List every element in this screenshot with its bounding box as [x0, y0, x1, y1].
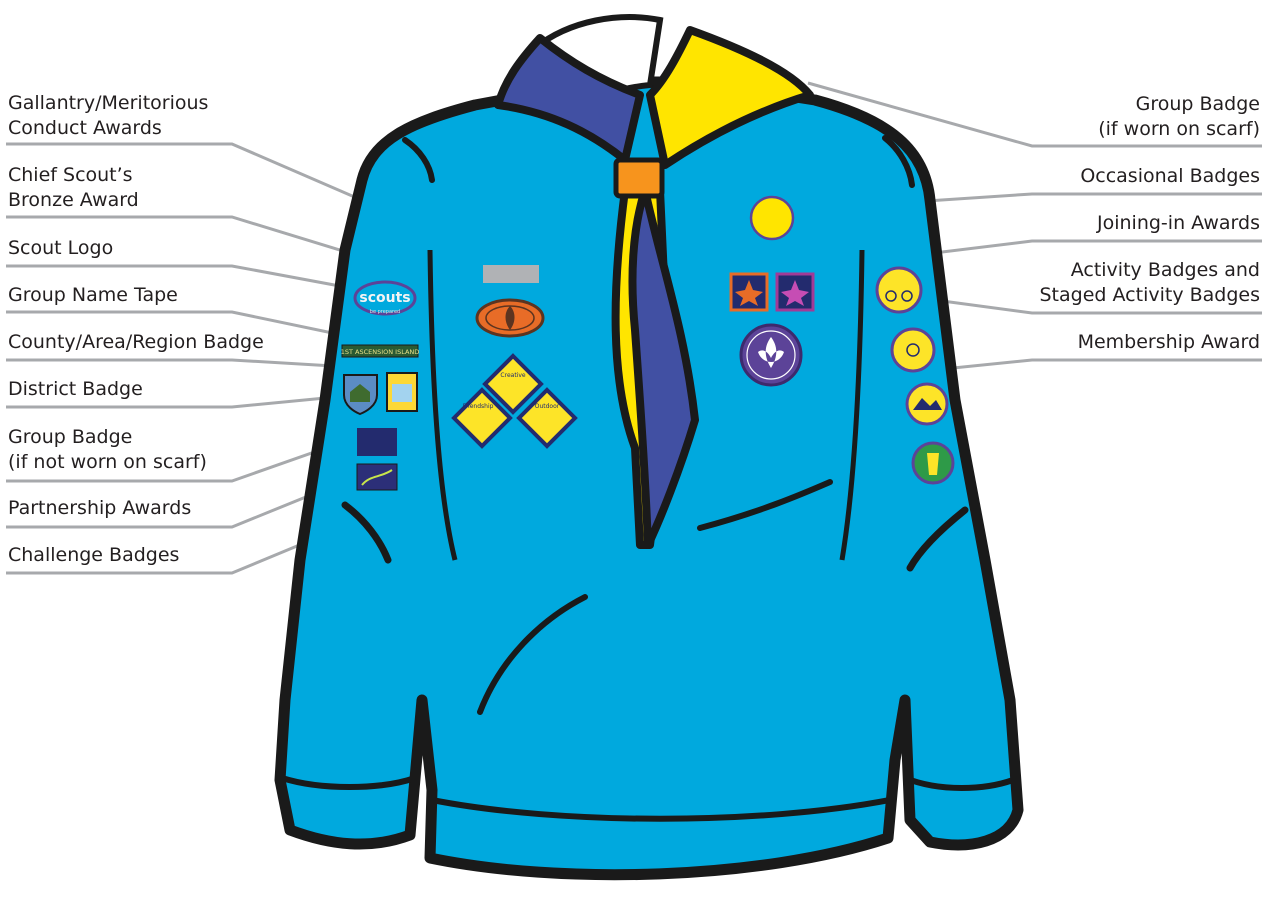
scouts-tagline-text: be prepared: [370, 309, 400, 315]
challenge-badge-outdoor: Outdoor: [516, 387, 578, 449]
leader-line-group-badge-scarf: [807, 81, 1262, 148]
membership-award-badge: [739, 323, 803, 387]
label-chief-scout-line-2: Bronze Award: [8, 189, 139, 211]
leader-line-county: [6, 358, 351, 369]
leader-line-district: [6, 394, 347, 409]
chief-scout-bronze-badge: [475, 298, 545, 338]
label-group-name-tape: Group Name Tape: [8, 283, 178, 308]
label-joining-in-awards-line-1: Joining-in Awards: [1097, 212, 1260, 234]
partnership-award-badge: [356, 463, 398, 491]
label-district-badge-line-1: District Badge: [8, 378, 143, 400]
scouts-logo-text: scouts: [359, 290, 410, 306]
label-county-badge: County/Area/Region Badge: [8, 330, 264, 355]
activity-badge-cyclist: [875, 266, 923, 314]
label-group-badge-scarf-line-2: (if worn on scarf): [1098, 118, 1260, 140]
label-partnership-awards: Partnership Awards: [8, 496, 191, 521]
scout-logo-badge: scouts be prepared: [353, 280, 417, 316]
label-gallantry-line-1: Gallantry/Meritorious: [8, 92, 209, 114]
activity-badges: [875, 266, 955, 485]
label-gallantry-line-2: Conduct Awards: [8, 117, 162, 139]
label-activity-badges-line-1: Activity Badges and: [1070, 259, 1260, 281]
label-challenge-badges-line-1: Challenge Badges: [8, 544, 180, 566]
neckerchief: [494, 14, 814, 549]
challenge-badge-creative: Creative: [482, 353, 544, 415]
label-district-badge: District Badge: [8, 377, 143, 402]
label-scout-logo: Scout Logo: [8, 236, 113, 261]
occasional-badge: [749, 195, 795, 241]
name-tape-text: 1ST ASCENSION ISLAND: [341, 348, 420, 356]
label-occasional-badges: Occasional Badges: [1080, 164, 1260, 189]
challenge-friendship-text: Friendship: [463, 403, 494, 410]
label-scout-logo-line-1: Scout Logo: [8, 237, 114, 259]
label-group-badge-not-scarf-line-2: (if not worn on scarf): [8, 451, 207, 473]
challenge-badges: Creative Friendship Outdoor: [451, 353, 578, 449]
label-chief-scout-bronze: Chief Scout’s Bronze Award: [8, 163, 139, 213]
label-activity-badges-line-2: Staged Activity Badges: [1039, 284, 1261, 306]
group-badge-left: [357, 428, 397, 456]
label-membership-award-line-1: Membership Award: [1077, 331, 1260, 353]
county-badge-shield: [343, 374, 378, 416]
district-badge: [386, 372, 418, 412]
left-arm-badges: scouts be prepared 1ST ASCENSION ISLAND: [341, 280, 420, 491]
woggle: [613, 157, 665, 199]
challenge-outdoor-text: Outdoor: [535, 403, 560, 410]
activity-badge-4: [911, 441, 955, 485]
activity-badge-3: [905, 382, 949, 426]
label-group-badge-not-scarf: Group Badge (if not worn on scarf): [8, 425, 207, 475]
activity-badge-2: [890, 327, 936, 373]
label-group-badge-scarf: Group Badge (if worn on scarf): [1098, 92, 1260, 142]
label-group-badge-not-scarf-line-1: Group Badge: [8, 426, 133, 448]
label-group-badge-scarf-line-1: Group Badge: [1135, 93, 1260, 115]
leader-line-activity: [919, 296, 1262, 315]
leader-line-group-name-tape: [6, 310, 367, 342]
gallantry-award-badge: [483, 265, 539, 283]
label-membership-award: Membership Award: [1078, 330, 1260, 355]
label-joining-in-awards: Joining-in Awards: [1097, 211, 1260, 236]
label-occasional-badges-line-1: Occasional Badges: [1080, 165, 1260, 187]
label-gallantry: Gallantry/Meritorious Conduct Awards: [8, 91, 208, 141]
label-challenge-badges: Challenge Badges: [8, 543, 179, 568]
challenge-creative-text: Creative: [500, 372, 525, 379]
challenge-badge-friendship: Friendship: [451, 387, 513, 449]
label-county-badge-line-1: County/Area/Region Badge: [8, 331, 264, 353]
joining-in-awards: [729, 272, 815, 312]
label-chief-scout-line-1: Chief Scout’s: [8, 164, 133, 186]
label-activity-badges: Activity Badges and Staged Activity Badg…: [1040, 258, 1261, 308]
group-name-tape-badge: 1ST ASCENSION ISLAND: [341, 344, 420, 358]
leader-line-scout-logo: [6, 264, 373, 294]
label-group-name-tape-line-1: Group Name Tape: [8, 284, 178, 306]
label-partnership-awards-line-1: Partnership Awards: [8, 497, 192, 519]
